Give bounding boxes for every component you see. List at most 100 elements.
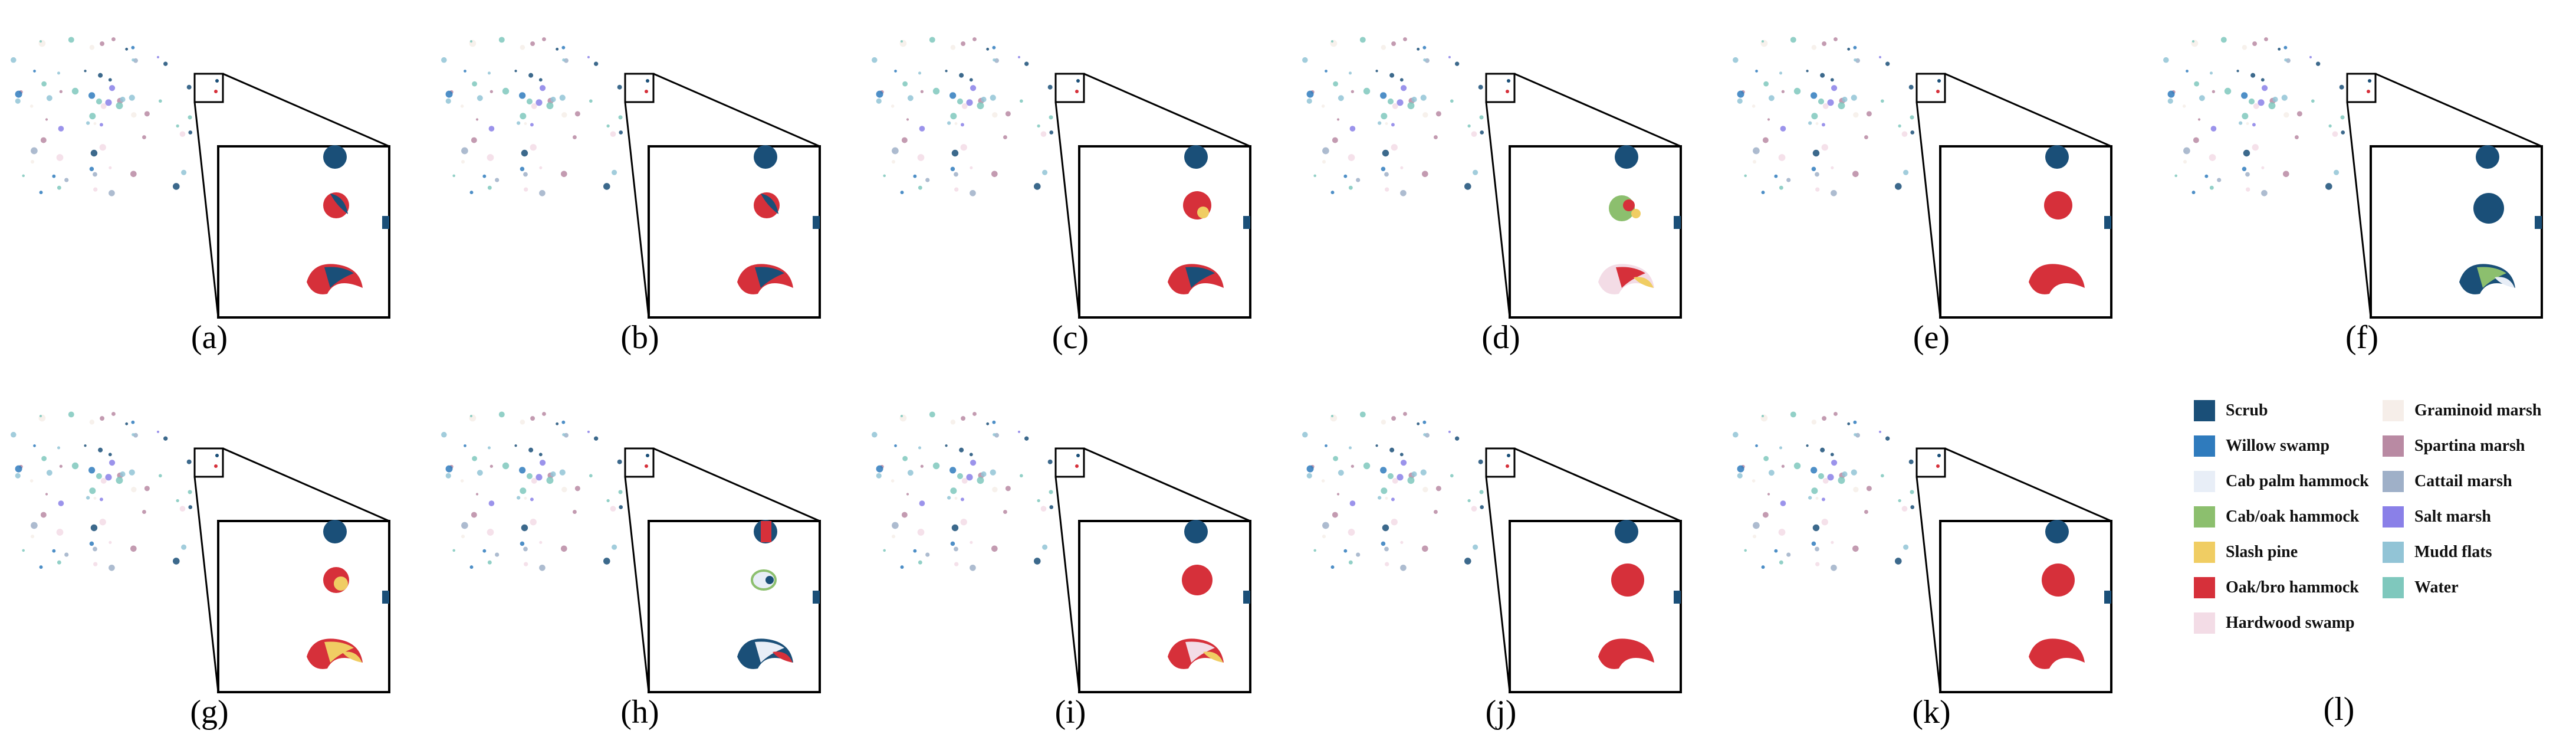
legend-label: Willow swamp <box>2226 437 2330 455</box>
map-region <box>524 187 528 192</box>
map-region <box>1811 92 1818 99</box>
map-region <box>966 474 973 481</box>
region-blob <box>382 591 389 604</box>
map-region <box>1325 70 1328 73</box>
map-region <box>1005 486 1011 492</box>
map-region <box>186 84 192 90</box>
map-region <box>1763 81 1769 87</box>
map-region <box>1421 171 1428 178</box>
region-blob-part <box>1631 209 1641 218</box>
map-region <box>1473 544 1478 550</box>
map-region <box>93 562 98 566</box>
map-region <box>90 149 98 157</box>
map-region <box>1774 174 1778 178</box>
panel-b: (b) <box>441 37 821 356</box>
map-region <box>538 453 543 457</box>
map-region <box>93 187 98 192</box>
map-region <box>526 98 533 104</box>
legend-label: Cattail marsh <box>2414 472 2512 490</box>
panel-i: (i) <box>872 411 1251 730</box>
map-region <box>1019 474 1023 478</box>
zoom-connector <box>222 73 390 148</box>
map-region <box>1811 541 1816 546</box>
map-region <box>1908 84 1914 90</box>
map-region <box>1363 87 1371 95</box>
zoom-inset-box <box>217 145 390 319</box>
map-region <box>539 85 546 91</box>
map-region <box>31 522 38 529</box>
map-region <box>1903 169 1909 175</box>
map-region <box>524 562 528 566</box>
map-region <box>981 96 987 103</box>
map-region <box>1811 420 1817 425</box>
map-region <box>521 524 528 532</box>
map-region <box>919 126 925 132</box>
zoom-source-box <box>2346 73 2377 103</box>
map-region <box>954 562 959 566</box>
map-region <box>619 130 623 135</box>
zoom-inset-box <box>2370 145 2543 319</box>
zoom-connector <box>1944 447 2112 522</box>
map-region <box>1822 416 1827 421</box>
map-region <box>1737 98 1743 104</box>
map-region <box>144 486 150 492</box>
legend-item-mudd-flats: Mudd flats <box>2383 542 2492 563</box>
region-crescent-part <box>755 267 784 288</box>
map-region <box>64 178 69 182</box>
map-region <box>2252 123 2256 127</box>
map-region <box>1435 486 1441 492</box>
map-region <box>542 37 546 41</box>
map-region <box>970 189 976 196</box>
map-region <box>1302 431 1308 438</box>
map-region <box>1356 178 1361 182</box>
map-region <box>1017 55 1020 58</box>
region-blob <box>813 216 820 229</box>
map-region <box>945 70 948 73</box>
map-region <box>1806 70 1809 73</box>
map-region <box>1375 444 1378 447</box>
legend-swatch <box>2383 506 2404 528</box>
map-region <box>519 92 526 99</box>
map-region <box>1479 115 1484 120</box>
map-region <box>1380 92 1387 99</box>
map-region <box>1381 45 1386 50</box>
map-region <box>901 137 908 143</box>
map-region <box>589 474 593 478</box>
zoom-connector <box>624 101 650 318</box>
map-region <box>1753 522 1760 529</box>
map-region <box>970 166 973 169</box>
map-region <box>472 81 478 87</box>
zoom-source-box <box>1485 447 1516 478</box>
map-region <box>520 541 525 546</box>
legend-label: Cab/oak hammock <box>2226 507 2360 526</box>
map-region <box>1348 560 1353 565</box>
region-crescent-part <box>324 267 354 288</box>
region-blob-part <box>761 194 778 214</box>
panel-caption: (j) <box>1486 694 1517 730</box>
map-region <box>2272 96 2278 103</box>
map-region <box>1852 545 1859 552</box>
map-region <box>1851 469 1857 476</box>
map-region <box>1821 123 1825 127</box>
map-region <box>1359 411 1366 418</box>
map-region <box>131 112 137 118</box>
map-region <box>1338 95 1344 101</box>
map-region <box>98 447 103 453</box>
map-region <box>1348 71 1352 75</box>
map-region <box>932 87 940 95</box>
map-region <box>1737 465 1744 473</box>
map-region <box>1076 454 1080 457</box>
map-region <box>1842 471 1848 477</box>
map-region <box>40 137 47 143</box>
map-region <box>530 416 535 421</box>
map-region <box>950 487 957 494</box>
map-region <box>1480 130 1484 135</box>
map-region <box>1024 436 1029 441</box>
map-region <box>158 474 162 478</box>
map-region <box>1910 130 1915 135</box>
map-region <box>33 70 36 73</box>
map-region <box>2260 78 2265 82</box>
map-region <box>2167 90 2175 98</box>
map-region <box>1313 549 1316 552</box>
map-region <box>125 422 129 425</box>
